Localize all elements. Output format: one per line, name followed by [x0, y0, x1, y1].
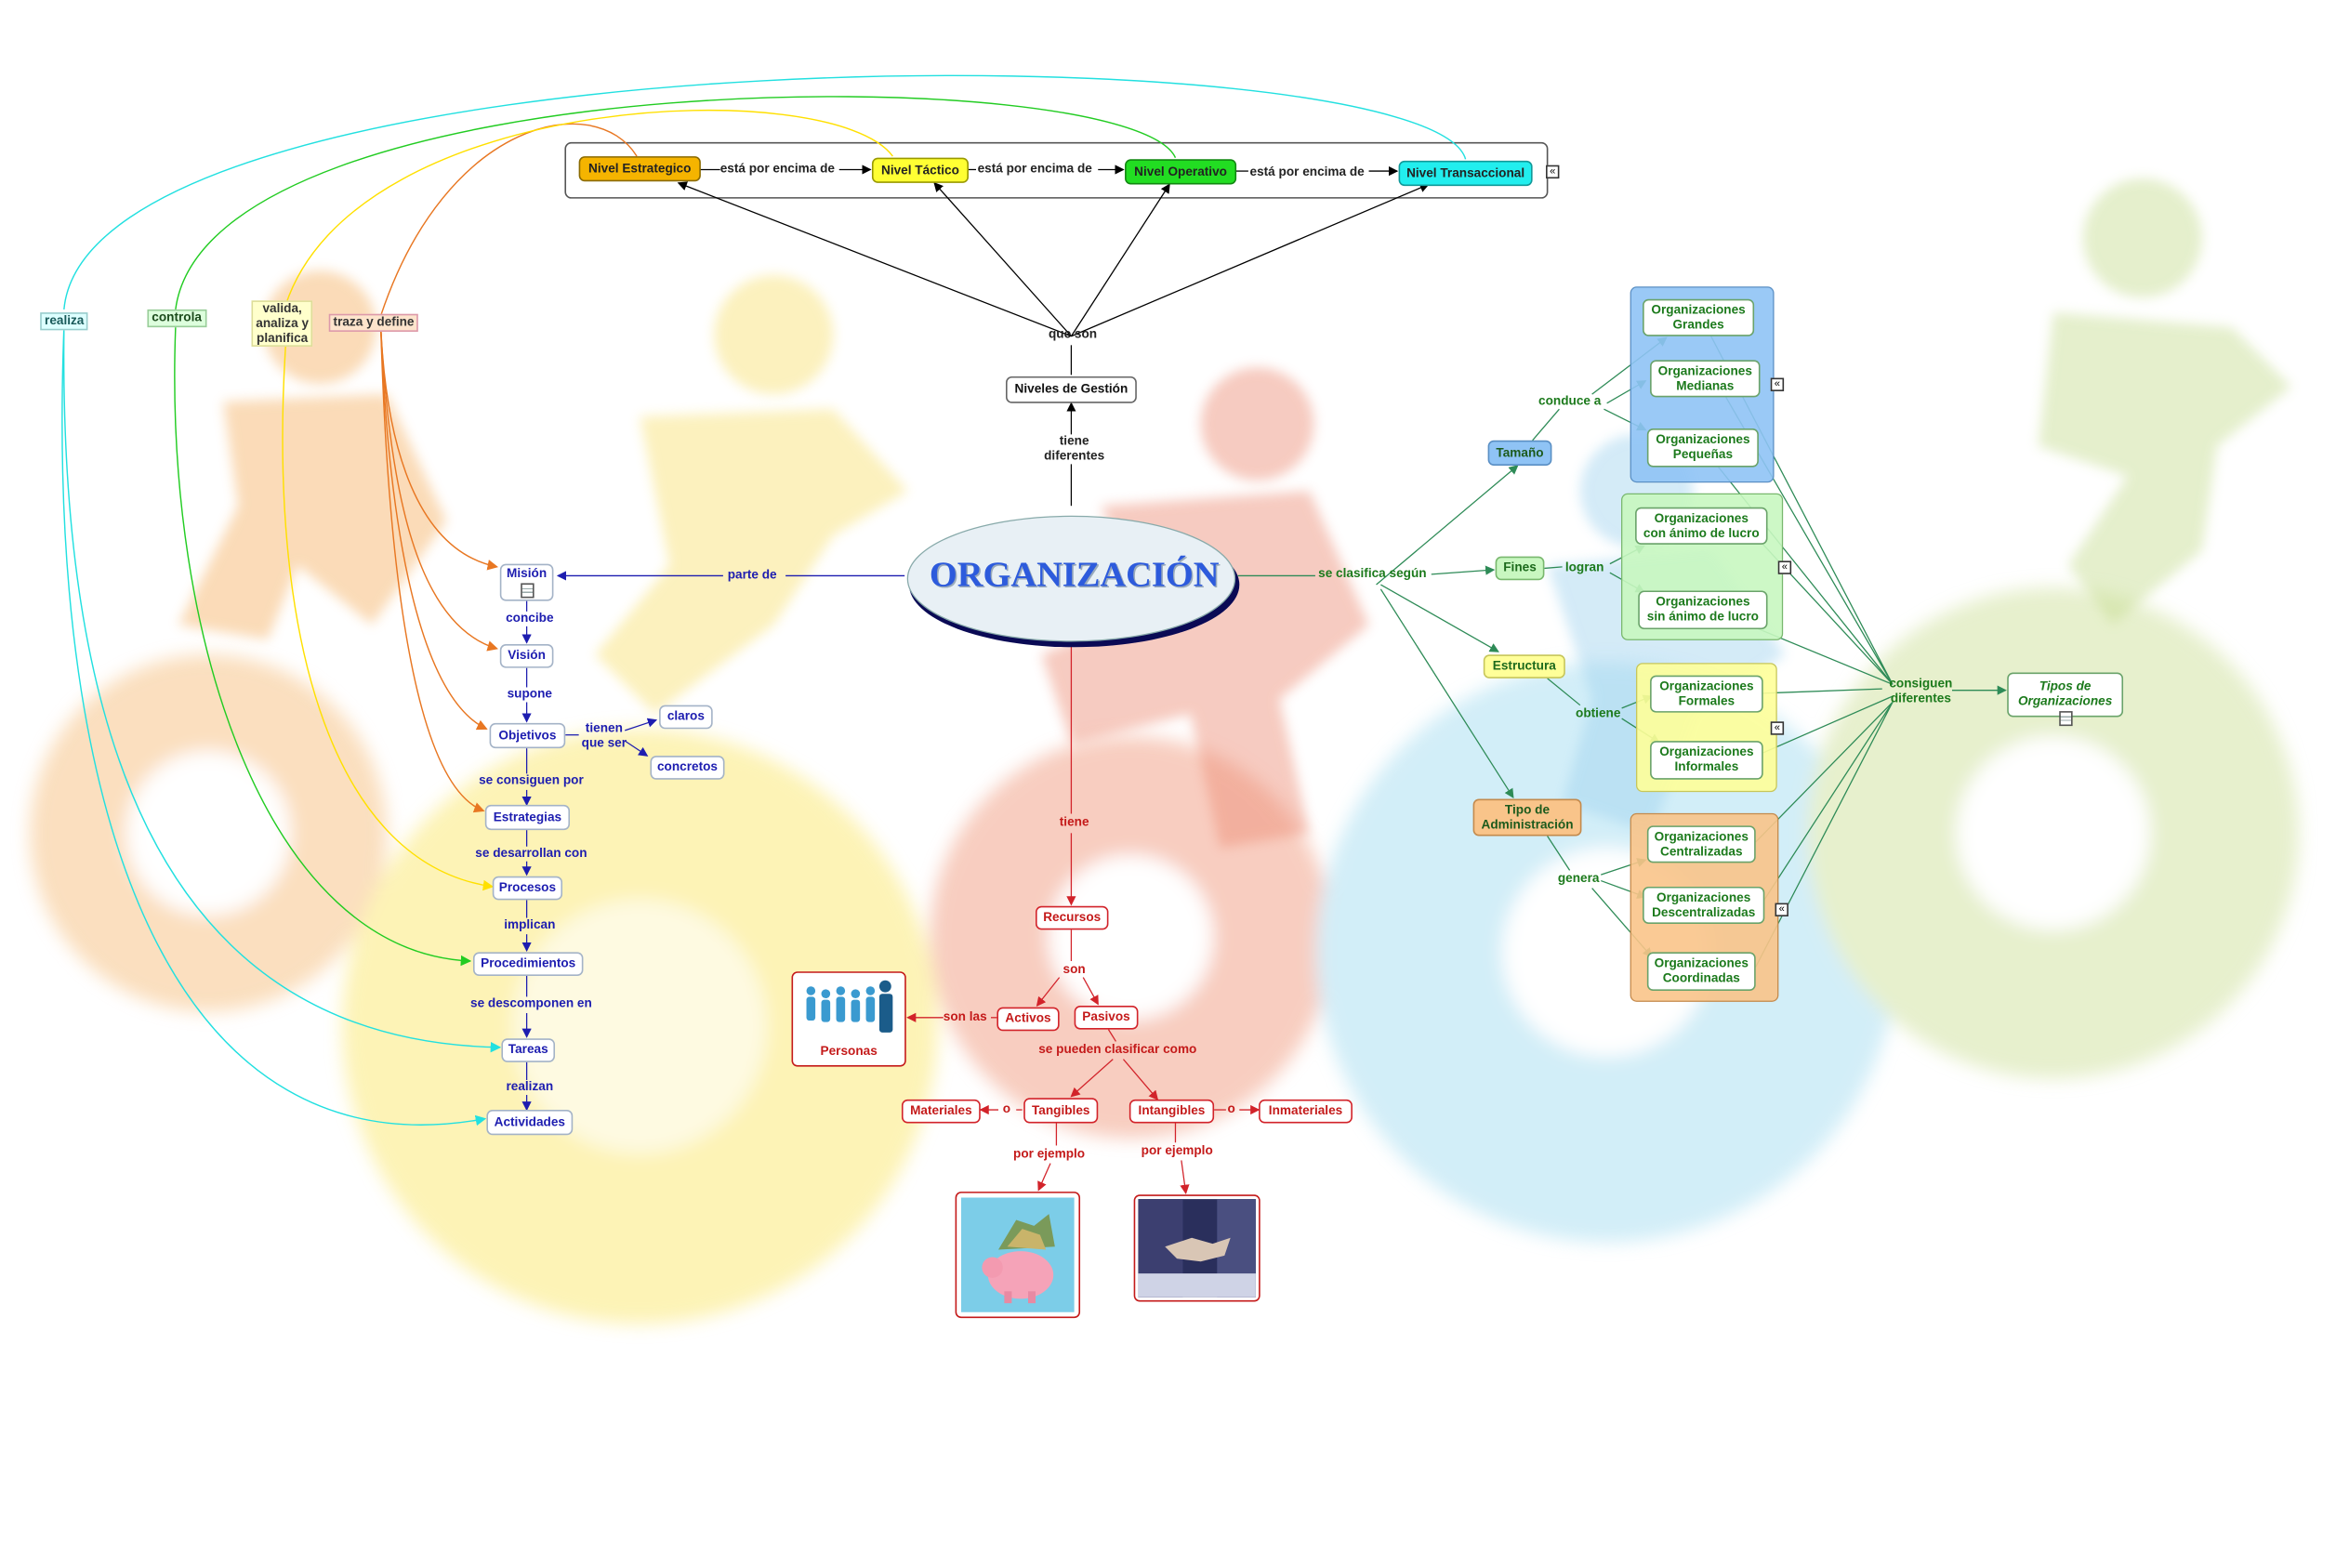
- node-actividades[interactable]: Actividades: [486, 1110, 574, 1136]
- orange-figure-icon: [178, 270, 447, 640]
- link-label-son: son: [1062, 960, 1086, 976]
- collapse-icon-tamano[interactable]: «: [1770, 377, 1785, 391]
- node-activos[interactable]: Activos: [996, 1007, 1060, 1032]
- yellow-figure-icon: [595, 275, 908, 715]
- green-figure-icon: [2038, 178, 2291, 626]
- node-fines[interactable]: Fines: [1495, 556, 1545, 581]
- node-org-pequenas[interactable]: Organizaciones Pequeñas: [1646, 428, 1759, 468]
- link-label-se-descomponen-en: se descomponen en: [470, 995, 592, 1010]
- node-procedimientos[interactable]: Procedimientos: [472, 952, 584, 976]
- node-org-medianas[interactable]: Organizaciones Medianas: [1650, 360, 1761, 398]
- link-label-encima-2: está por encima de: [977, 160, 1092, 176]
- link-label-genera: genera: [1557, 870, 1600, 886]
- central-title[interactable]: ORGANIZACIÓN: [929, 556, 1220, 596]
- node-intangibles[interactable]: Intangibles: [1128, 1099, 1215, 1124]
- arc-label-traza-y-define: traza y define: [328, 313, 419, 332]
- node-org-informales[interactable]: Organizaciones Informales: [1650, 741, 1763, 780]
- link-label-logran: logran: [1564, 559, 1604, 574]
- handshake-image[interactable]: [1133, 1194, 1260, 1302]
- node-tipos-de-organizaciones[interactable]: Tipos de Organizaciones: [2007, 672, 2124, 718]
- arc-label-valida-analiza-planifica: valida, analiza y planifica: [251, 300, 313, 348]
- people-silhouettes-icon: [806, 980, 893, 1033]
- node-nivel-operativo[interactable]: Nivel Operativo: [1125, 159, 1237, 185]
- node-procesos[interactable]: Procesos: [492, 876, 563, 901]
- node-org-con-animo-de-lucro[interactable]: Organizaciones con ánimo de lucro: [1635, 507, 1768, 545]
- link-label-o-left: o: [1002, 1100, 1011, 1116]
- node-inmateriales[interactable]: Inmateriales: [1259, 1099, 1353, 1124]
- link-label-parte-de: parte de: [727, 566, 777, 582]
- arc-label-controla: controla: [147, 309, 206, 327]
- node-org-centralizadas[interactable]: Organizaciones Centralizadas: [1646, 825, 1756, 863]
- note-icon[interactable]: [520, 583, 534, 599]
- link-label-son-las: son las: [943, 1008, 987, 1024]
- node-estrategias[interactable]: Estrategias: [484, 804, 571, 831]
- link-label-que-son: que son: [1048, 325, 1098, 341]
- green-gear-icon: [1807, 587, 2299, 1079]
- node-recursos[interactable]: Recursos: [1036, 905, 1109, 930]
- link-label-se-pueden-clasificar-como: se pueden clasificar como: [1038, 1041, 1197, 1057]
- node-vision[interactable]: Visión: [499, 644, 554, 668]
- link-label-por-ejemplo-tangibles: por ejemplo: [1013, 1145, 1086, 1161]
- node-nivel-estrategico[interactable]: Nivel Estrategico: [578, 156, 701, 182]
- node-mision[interactable]: Misión: [499, 563, 554, 601]
- node-objetivos[interactable]: Objetivos: [489, 722, 566, 749]
- personas-image[interactable]: Personas: [791, 971, 906, 1067]
- handshake-icon: [1138, 1199, 1256, 1298]
- piggy-bank-icon: [960, 1197, 1075, 1312]
- node-org-grandes[interactable]: Organizaciones Grandes: [1643, 298, 1755, 336]
- arc-label-realiza: realiza: [40, 312, 89, 330]
- node-org-coordinadas[interactable]: Organizaciones Coordinadas: [1646, 952, 1756, 991]
- link-label-encima-3: está por encima de: [1249, 164, 1365, 179]
- node-estructura[interactable]: Estructura: [1483, 654, 1565, 679]
- orange-gear-icon: [30, 654, 388, 1012]
- link-label-conduce-a: conduce a: [1538, 392, 1602, 408]
- piggy-bank-image[interactable]: [955, 1192, 1081, 1319]
- link-label-consiguen-diferentes: consiguen diferentes: [1889, 675, 1953, 705]
- link-label-se-desarrollan-con: se desarrollan con: [475, 845, 587, 861]
- node-nivel-transaccional[interactable]: Nivel Transaccional: [1398, 160, 1533, 187]
- node-org-formales[interactable]: Organizaciones Formales: [1650, 675, 1763, 713]
- link-label-tienen-que-ser: tienen que ser: [581, 719, 627, 750]
- link-label-o-right: o: [1227, 1100, 1235, 1116]
- node-materiales[interactable]: Materiales: [901, 1099, 981, 1124]
- node-pasivos[interactable]: Pasivos: [1074, 1006, 1139, 1030]
- link-label-tiene: tiene: [1059, 813, 1089, 829]
- collapse-icon-administracion[interactable]: «: [1775, 903, 1788, 916]
- node-tangibles[interactable]: Tangibles: [1023, 1098, 1099, 1124]
- node-niveles-de-gestion[interactable]: Niveles de Gestión: [1006, 376, 1137, 403]
- collapse-icon-fines[interactable]: «: [1777, 560, 1792, 574]
- node-tamano[interactable]: Tamaño: [1487, 440, 1552, 466]
- link-label-encima-1: está por encima de: [719, 160, 835, 176]
- personas-label: Personas: [820, 1043, 878, 1059]
- link-label-por-ejemplo-intangibles: por ejemplo: [1141, 1142, 1213, 1158]
- node-org-sin-animo-de-lucro[interactable]: Organizaciones sin ánimo de lucro: [1638, 590, 1768, 630]
- node-nivel-tactico[interactable]: Nivel Táctico: [871, 157, 969, 183]
- node-mision-label: Misión: [507, 565, 548, 581]
- link-label-realizan: realizan: [506, 1078, 554, 1094]
- collapse-icon-estructura[interactable]: «: [1770, 721, 1785, 735]
- link-label-tiene-diferentes: tiene diferentes: [1044, 432, 1105, 463]
- link-label-supone: supone: [507, 685, 552, 701]
- link-label-implican: implican: [504, 916, 556, 931]
- node-claros[interactable]: claros: [659, 705, 713, 730]
- collapse-icon[interactable]: «: [1546, 165, 1560, 179]
- link-label-se-clasifica-segun: se clasifica según: [1318, 565, 1427, 581]
- link-label-obtiene: obtiene: [1576, 705, 1621, 720]
- link-label-se-consiguen-por: se consiguen por: [479, 771, 584, 787]
- node-tareas[interactable]: Tareas: [501, 1038, 556, 1062]
- node-tipos-label: Tipos de Organizaciones: [2017, 679, 2113, 708]
- node-org-descentralizadas[interactable]: Organizaciones Descentralizadas: [1643, 886, 1765, 924]
- node-tipo-de-administracion[interactable]: Tipo de Administración: [1472, 798, 1582, 837]
- red-figure-icon: [1041, 367, 1369, 849]
- node-concretos[interactable]: concretos: [650, 756, 725, 780]
- link-label-concibe: concibe: [506, 610, 554, 626]
- note-icon-tipos[interactable]: [2059, 711, 2073, 727]
